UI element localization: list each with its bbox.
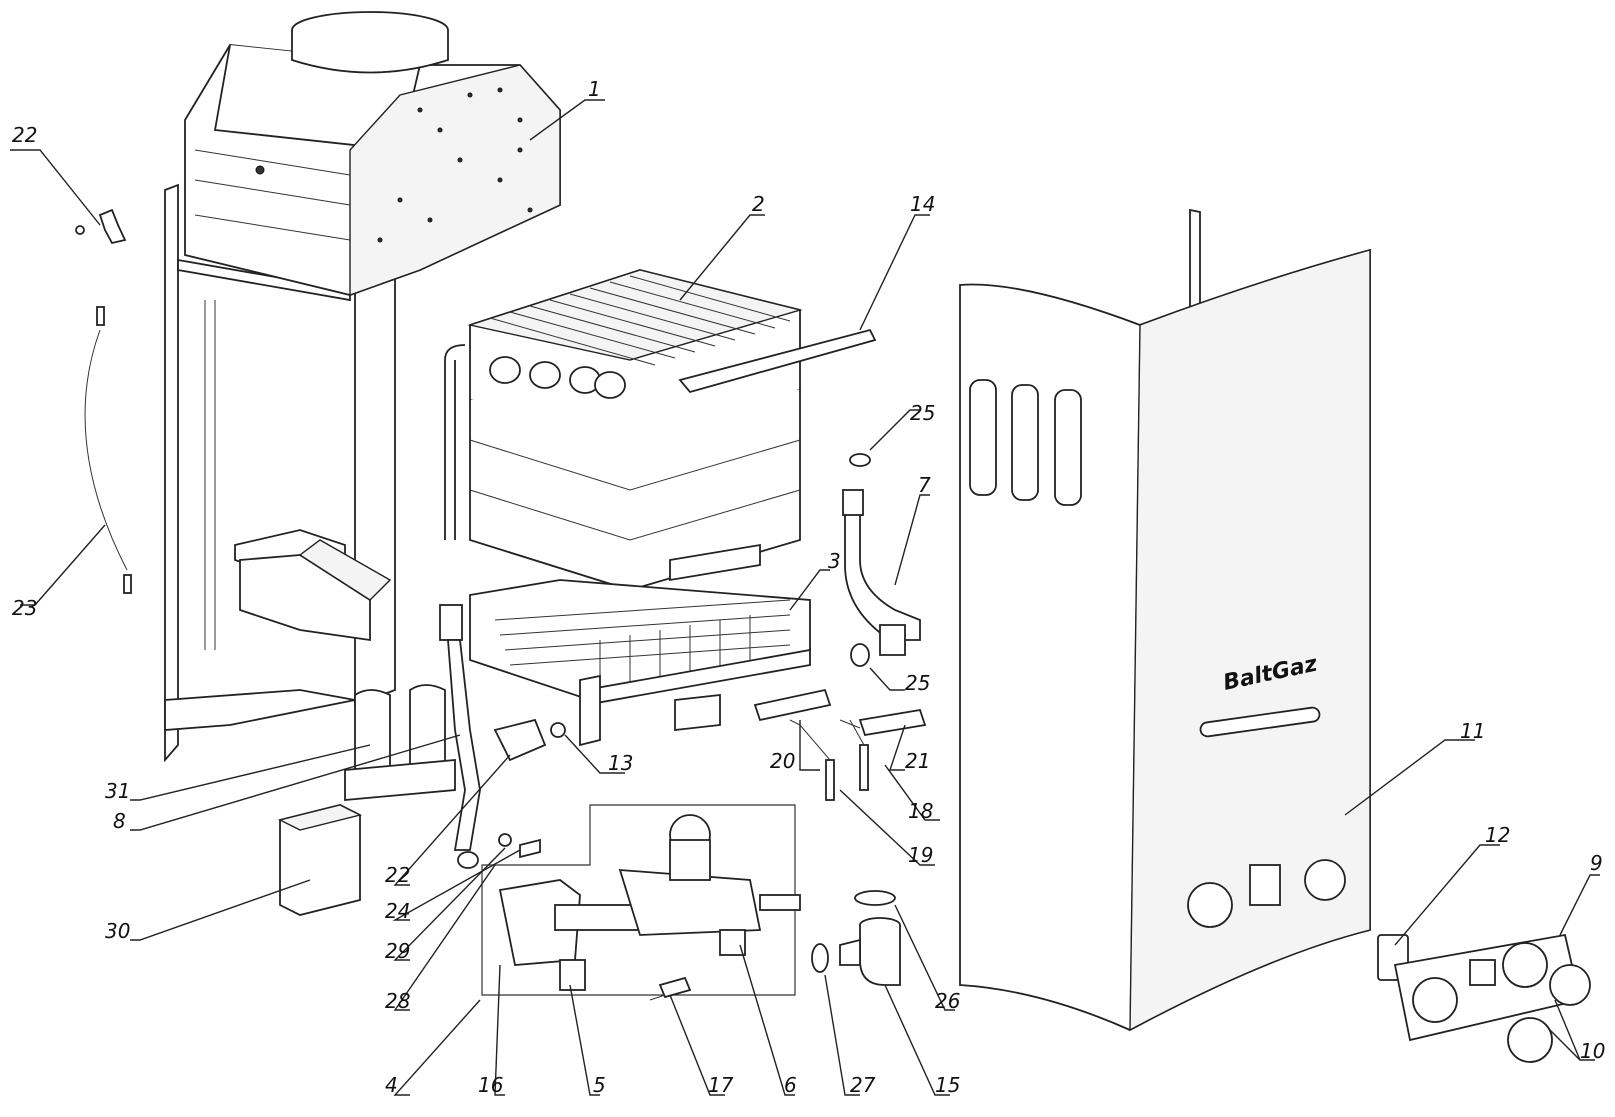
callout-24: 24 (385, 899, 410, 923)
part-26-gasket (854, 890, 896, 906)
part-30-box (277, 804, 363, 916)
part-23-wire (84, 306, 132, 594)
callout-28: 28 (385, 989, 410, 1013)
callout-20: 20 (770, 749, 795, 773)
callout-25-bottom: 25 (905, 671, 930, 695)
part-25-washer-top (849, 453, 871, 467)
part-22-wingnut-top (75, 208, 127, 245)
callout-5: 5 (593, 1073, 606, 1097)
part-1-frame (164, 11, 561, 763)
callout-16: 16 (478, 1073, 503, 1097)
part-18-electrode (849, 719, 869, 791)
part-3-burner (469, 579, 811, 747)
part-20-bracket (753, 688, 832, 722)
callout-31: 31 (105, 779, 130, 803)
callout-12: 12 (1485, 823, 1510, 847)
callout-27: 27 (850, 1073, 876, 1097)
callout-2: 2 (752, 192, 765, 216)
part-11-front-cover: BaltGaz (959, 208, 1371, 1032)
callout-22-top: 22 (12, 123, 37, 147)
callout-13: 13 (608, 751, 633, 775)
callout-18: 18 (908, 799, 933, 823)
part-17-microswitch (649, 976, 692, 1001)
part-13-nut (550, 722, 566, 738)
part-21-electrode (839, 708, 927, 737)
part-5-6-valve-assembly (498, 814, 801, 991)
part-27-oring (811, 943, 829, 973)
part-4-valve-group-frame (481, 804, 796, 996)
callout-22-bottom: 22 (385, 863, 410, 887)
part-7-pipe (842, 489, 921, 656)
callout-14: 14 (910, 192, 935, 216)
callout-10: 10 (1580, 1039, 1605, 1063)
part-22-clip-lower (493, 718, 547, 762)
part-31-battery-holder (344, 684, 456, 801)
part-15-elbow (839, 917, 901, 986)
callout-17: 17 (708, 1073, 734, 1097)
callout-19: 19 (908, 843, 933, 867)
callout-6: 6 (784, 1073, 797, 1097)
callout-23: 23 (12, 596, 37, 620)
callout-21: 21 (905, 749, 930, 773)
part-14-bracket (678, 328, 877, 394)
callout-7: 7 (918, 473, 931, 497)
callout-4: 4 (385, 1073, 398, 1097)
callout-8: 8 (113, 809, 126, 833)
callout-25-top: 25 (910, 401, 935, 425)
callout-9: 9 (1590, 851, 1603, 875)
part-24-oring (498, 833, 512, 847)
part-2-heat-exchanger (444, 269, 803, 591)
part-25-washer-bottom (850, 643, 870, 667)
callout-11: 11 (1460, 719, 1485, 743)
part-12-9-10-control-panel (1377, 933, 1591, 1063)
callout-15: 15 (935, 1073, 960, 1097)
callout-26: 26 (935, 989, 960, 1013)
callout-29: 29 (385, 939, 410, 963)
callout-30: 30 (105, 919, 130, 943)
callout-labels: 1 2 3 4 5 6 7 8 9 10 11 12 13 14 15 16 1… (12, 77, 1605, 1097)
part-29-screw (519, 838, 541, 859)
callout-1: 1 (588, 77, 601, 101)
part-19-electrode (789, 719, 835, 801)
leader-lines (10, 99, 1600, 1096)
callout-3: 3 (828, 549, 841, 573)
